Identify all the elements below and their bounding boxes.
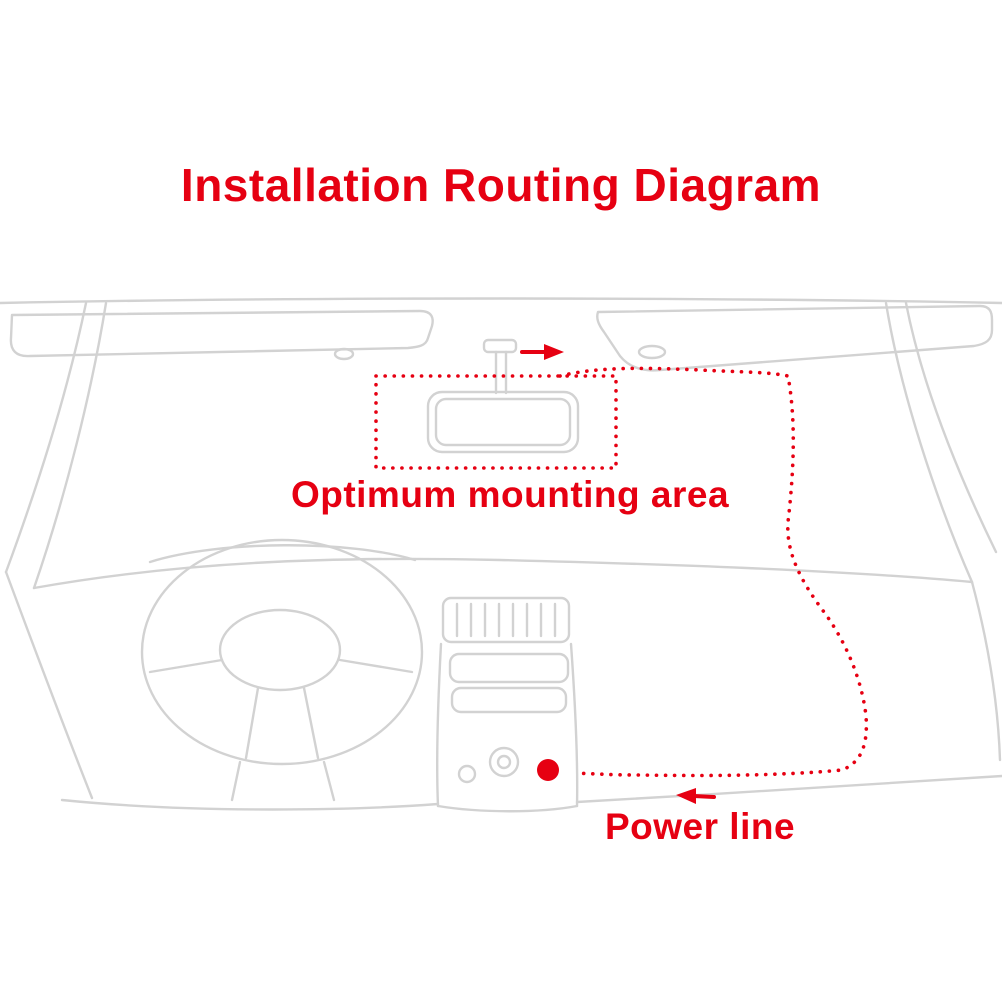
routing-path-dotted-line <box>558 366 869 778</box>
power-socket-dot <box>537 759 559 781</box>
rearview-mirror <box>426 338 580 454</box>
center-console <box>436 596 579 813</box>
windshield-pillar-right <box>884 301 1002 762</box>
sun-visor-left <box>9 309 434 361</box>
power-line-arrow-icon <box>676 788 716 804</box>
headliner-line <box>0 297 1002 305</box>
sun-visor-right <box>596 304 994 372</box>
page-title: Installation Routing Diagram <box>180 159 822 211</box>
dashboard <box>32 544 1002 811</box>
windshield-pillar-left <box>4 301 108 800</box>
optimum-mounting-area-label: Optimum mounting area <box>290 474 730 515</box>
routing-direction-arrow-icon <box>520 344 564 360</box>
mounting-area-box <box>374 374 618 470</box>
steering-wheel <box>140 538 424 802</box>
power-line-label: Power line <box>604 806 796 847</box>
